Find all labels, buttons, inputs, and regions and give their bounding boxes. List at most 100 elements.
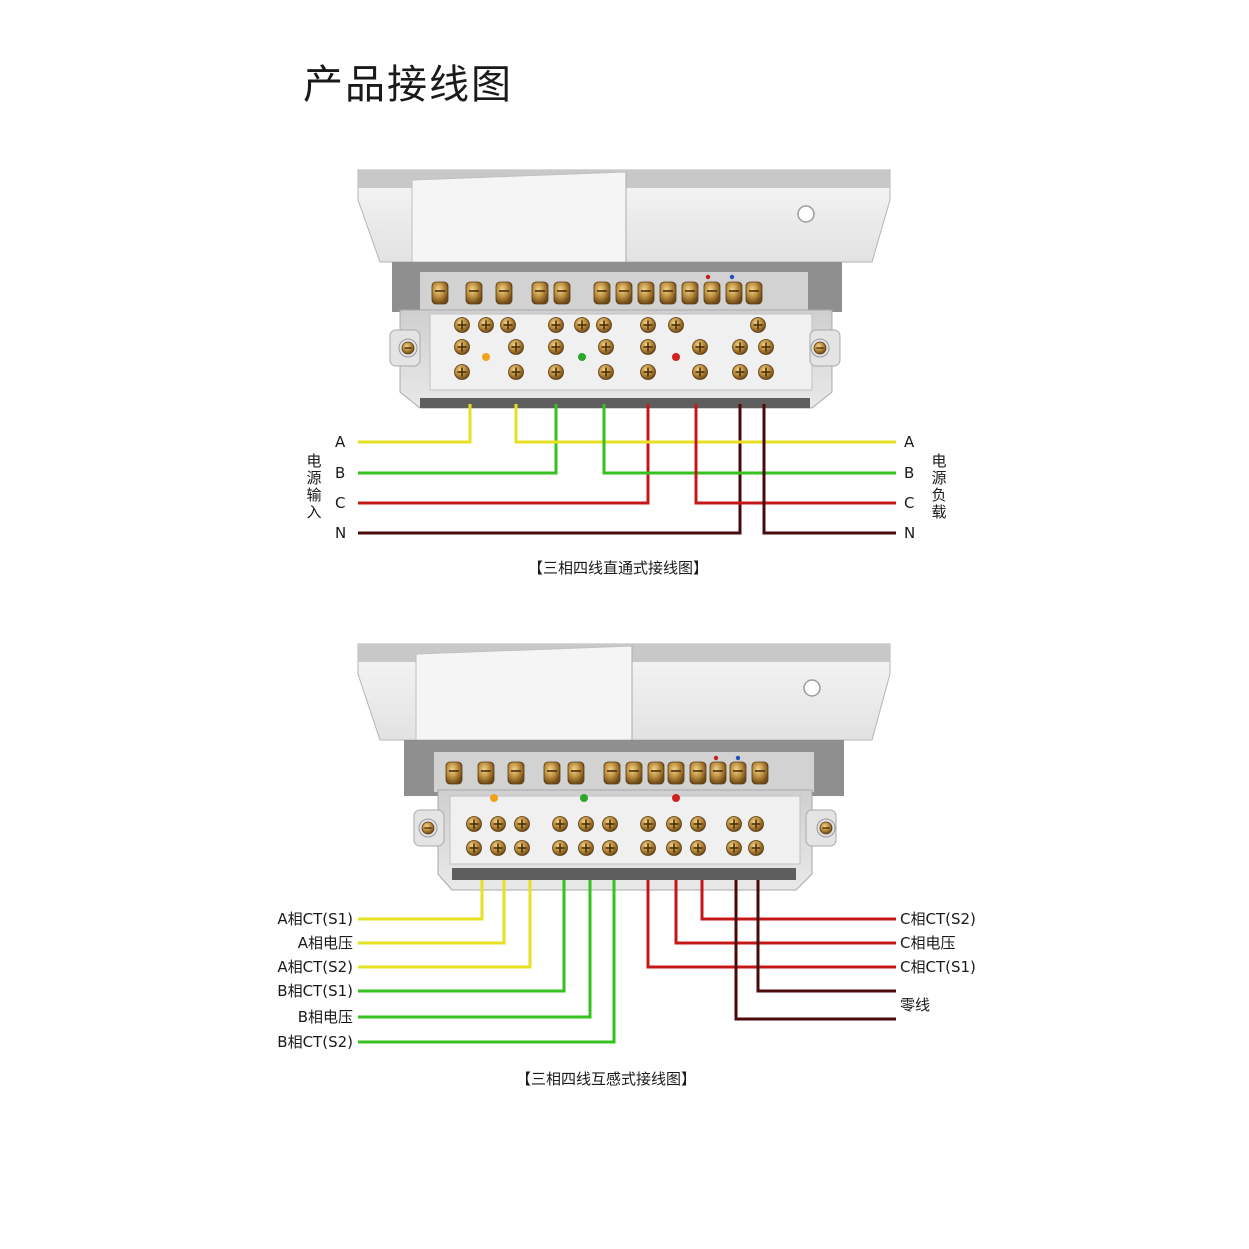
terminal-screw bbox=[659, 281, 677, 305]
terminal-screw bbox=[577, 815, 595, 833]
label-a-out: A bbox=[904, 433, 915, 451]
terminal-screw bbox=[667, 316, 685, 334]
terminal-screw bbox=[593, 281, 611, 305]
wire-c-in bbox=[358, 404, 650, 505]
labels-1-right: A B C N bbox=[904, 433, 915, 542]
wire-c-ct-s1 bbox=[646, 880, 896, 969]
terminal-screw bbox=[689, 839, 707, 857]
terminal-screw bbox=[577, 839, 595, 857]
terminal-screw bbox=[639, 363, 657, 381]
terminal-screw bbox=[691, 338, 709, 356]
label-c-out: C bbox=[904, 494, 914, 512]
terminal-screw bbox=[513, 815, 531, 833]
wire-b-in bbox=[358, 404, 558, 475]
wire-b-voltage bbox=[358, 880, 592, 1019]
wire-a-out bbox=[514, 404, 896, 444]
terminal-screw bbox=[667, 761, 685, 785]
terminal-screw bbox=[507, 363, 525, 381]
terminal-screw bbox=[731, 338, 749, 356]
wire-a-ct-s1 bbox=[358, 880, 484, 921]
terminal-screw bbox=[757, 338, 775, 356]
terminal-screw bbox=[445, 761, 463, 785]
terminal-screw bbox=[639, 839, 657, 857]
terminal-screw bbox=[615, 281, 633, 305]
terminal-screw bbox=[665, 839, 683, 857]
terminal-screw bbox=[465, 815, 483, 833]
terminal-screw bbox=[639, 338, 657, 356]
terminal-screw bbox=[639, 815, 657, 833]
terminal-screw bbox=[547, 363, 565, 381]
terminal-screw bbox=[749, 316, 767, 334]
terminal-screw bbox=[747, 815, 765, 833]
terminal-screw bbox=[573, 316, 591, 334]
terminal-screw bbox=[495, 281, 513, 305]
wires-2 bbox=[358, 880, 896, 1044]
label-b-ct-s1: B相CT(S1) bbox=[277, 982, 353, 1000]
label-b-voltage: B相电压 bbox=[298, 1008, 353, 1026]
terminal-screw bbox=[647, 761, 665, 785]
label-n-out: N bbox=[904, 524, 915, 542]
terminal-screw bbox=[553, 281, 571, 305]
terminal-screw bbox=[703, 281, 721, 305]
wire-a-in bbox=[358, 404, 472, 444]
terminal-screw bbox=[637, 281, 655, 305]
terminal-screw bbox=[465, 281, 483, 305]
terminal-screw bbox=[709, 761, 727, 785]
terminal-screw bbox=[507, 338, 525, 356]
meter-1 bbox=[357, 169, 891, 409]
label-a-in: A bbox=[335, 433, 346, 451]
label-c-ct-s2: C相CT(S2) bbox=[900, 910, 976, 928]
terminal-screw bbox=[757, 363, 775, 381]
terminal-screw bbox=[453, 363, 471, 381]
terminal-screw bbox=[513, 839, 531, 857]
terminal-screw bbox=[499, 316, 517, 334]
terminal-screw bbox=[531, 281, 549, 305]
terminal-screw bbox=[489, 839, 507, 857]
label-a-voltage: A相电压 bbox=[298, 934, 353, 952]
terminal-screw bbox=[681, 281, 699, 305]
terminal-screw bbox=[477, 316, 495, 334]
caption-ct: 【三相四线互感式接线图】 bbox=[516, 1070, 697, 1088]
wire-neutral-1 bbox=[734, 880, 896, 1021]
label-a-ct-s2: A相CT(S2) bbox=[277, 958, 353, 976]
label-c-ct-s1: C相CT(S1) bbox=[900, 958, 976, 976]
label-n-in: N bbox=[335, 524, 346, 542]
label-b-out: B bbox=[904, 464, 914, 482]
wire-b-ct-s1 bbox=[358, 880, 566, 993]
wire-c-ct-s2 bbox=[700, 880, 896, 921]
terminal-screw bbox=[639, 316, 657, 334]
terminal-screw bbox=[625, 761, 643, 785]
terminal-screw bbox=[489, 815, 507, 833]
group-label-power-input: 电源输入 bbox=[306, 452, 322, 521]
wire-b-out bbox=[602, 404, 896, 475]
caption-direct: 【三相四线直通式接线图】 bbox=[528, 559, 709, 577]
terminal-screw bbox=[547, 316, 565, 334]
terminal-screw bbox=[725, 839, 743, 857]
labels-2-right: C相CT(S2) C相电压 C相CT(S1) 零线 bbox=[900, 910, 976, 1014]
labels-1-left: A B C N bbox=[335, 433, 346, 542]
terminal-screw bbox=[477, 761, 495, 785]
terminal-screw bbox=[567, 761, 585, 785]
terminal-screw bbox=[465, 839, 483, 857]
terminal-screw bbox=[725, 281, 743, 305]
wire-neutral-2 bbox=[756, 880, 896, 993]
terminal-screw bbox=[747, 839, 765, 857]
terminal-screw bbox=[431, 281, 449, 305]
terminal-screw bbox=[551, 839, 569, 857]
label-c-voltage: C相电压 bbox=[900, 934, 955, 952]
terminal-screw bbox=[543, 761, 561, 785]
label-b-ct-s2: B相CT(S2) bbox=[277, 1033, 353, 1051]
terminal-screw bbox=[731, 363, 749, 381]
terminal-screw bbox=[547, 338, 565, 356]
terminal-screw bbox=[689, 761, 707, 785]
meter-2 bbox=[357, 643, 891, 891]
terminal-screw bbox=[751, 761, 769, 785]
labels-2-left: A相CT(S1) A相电压 A相CT(S2) B相CT(S1) B相电压 B相C… bbox=[277, 910, 353, 1051]
terminal-screw bbox=[453, 338, 471, 356]
label-a-ct-s1: A相CT(S1) bbox=[277, 910, 353, 928]
label-b-in: B bbox=[335, 464, 345, 482]
terminal-screw bbox=[725, 815, 743, 833]
wire-b-ct-s2 bbox=[358, 880, 616, 1044]
terminal-screw bbox=[597, 338, 615, 356]
terminal-screw bbox=[453, 316, 471, 334]
